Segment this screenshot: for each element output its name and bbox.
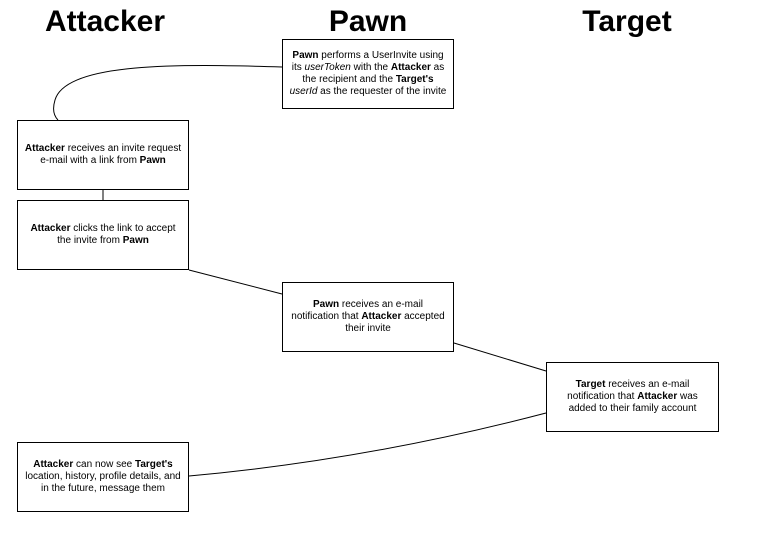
step-text-pawn-invite: Pawn performs a UserInvite using its use…: [289, 50, 447, 97]
column-heading-pawn: Pawn: [328, 5, 408, 38]
connector-pawn-notified-to-target-notified: [453, 342, 547, 372]
step-text-attacker-clicks: Attacker clicks the link to accept the i…: [30, 223, 176, 246]
step-box-attacker-receives: Attacker receives an invite request e-ma…: [17, 120, 189, 190]
column-heading-attacker: Attacker: [44, 5, 166, 38]
connector-attacker-clicks-to-pawn-notified: [188, 269, 283, 295]
step-text-attacker-receives: Attacker receives an invite request e-ma…: [24, 143, 182, 166]
step-text-pawn-notified: Pawn receives an e-mail notification tha…: [291, 299, 445, 334]
step-box-attacker-sees: Attacker can now see Target's location, …: [17, 442, 189, 512]
step-box-pawn-notified: Pawn receives an e-mail notification tha…: [282, 282, 454, 352]
step-box-target-notified: Target receives an e-mail notification t…: [546, 362, 719, 432]
column-heading-target: Target: [582, 5, 672, 38]
step-box-pawn-invite: Pawn performs a UserInvite using its use…: [282, 39, 454, 109]
connector-target-notified-to-attacker-sees: [188, 412, 547, 477]
step-text-attacker-sees: Attacker can now see Target's location, …: [25, 459, 181, 494]
step-text-target-notified: Target receives an e-mail notification t…: [567, 379, 698, 414]
step-box-attacker-clicks: Attacker clicks the link to accept the i…: [17, 200, 189, 270]
connector-pawn-invite-to-attacker-receives: [53, 65, 283, 121]
